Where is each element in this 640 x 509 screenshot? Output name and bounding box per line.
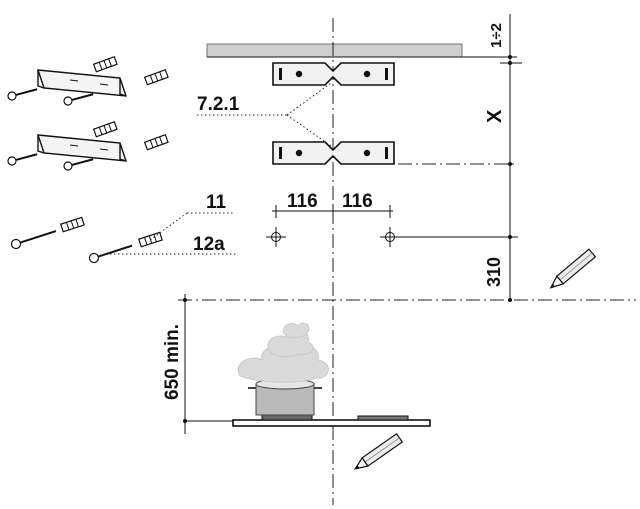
cooktop: [232, 414, 431, 427]
screw-icon: [63, 158, 94, 171]
screw-icon: [63, 93, 94, 106]
plug-ref-label: 12a: [193, 234, 225, 255]
wall-plug-icon: [92, 120, 118, 138]
gap-label: 1÷2: [488, 23, 505, 48]
pot-icon: [248, 378, 322, 416]
offset-left-label: 116: [287, 191, 318, 212]
vertical-offset-label: 310: [484, 257, 504, 287]
dim-marker: [508, 61, 512, 65]
bracket-kit-lower: [7, 120, 169, 171]
drill-hole-left: [266, 227, 286, 247]
screw-icon: [7, 153, 38, 166]
ceiling-plate: [206, 43, 463, 58]
bracket-kit-upper: [7, 55, 169, 106]
screw-icon: [10, 230, 57, 250]
dim-marker: [183, 419, 187, 423]
bracket-icon: [36, 134, 128, 162]
wall-plug-icon: [92, 55, 118, 73]
wall-plug-icon: [60, 216, 85, 233]
bracket-ref-leader-up: [286, 82, 332, 116]
dim-marker: [508, 162, 512, 166]
offset-right-label: 116: [342, 191, 373, 212]
upper-bracket: [272, 62, 395, 86]
screw-plug-set-upper: [10, 216, 85, 250]
bracket-ref-leader-down: [286, 114, 332, 147]
screw-icon: [88, 244, 133, 264]
steam-icon: [237, 322, 329, 383]
pencil-icon: [353, 432, 404, 470]
wall-plug-icon: [143, 68, 169, 86]
min-height-label: 650 min.: [162, 324, 183, 400]
screw-plug-set-lower: [88, 231, 163, 264]
dim-marker: [508, 55, 512, 59]
pencil-icon: [549, 248, 597, 289]
bracket-ref-label: 7.2.1: [197, 94, 240, 115]
drill-hole-right: [380, 227, 518, 247]
wall-plug-icon: [143, 133, 169, 151]
screw-ref-label: 11: [206, 192, 227, 213]
height-x-label: X: [484, 109, 506, 123]
lower-bracket: [272, 141, 395, 165]
screw-icon: [7, 88, 38, 101]
bracket-icon: [36, 69, 128, 97]
